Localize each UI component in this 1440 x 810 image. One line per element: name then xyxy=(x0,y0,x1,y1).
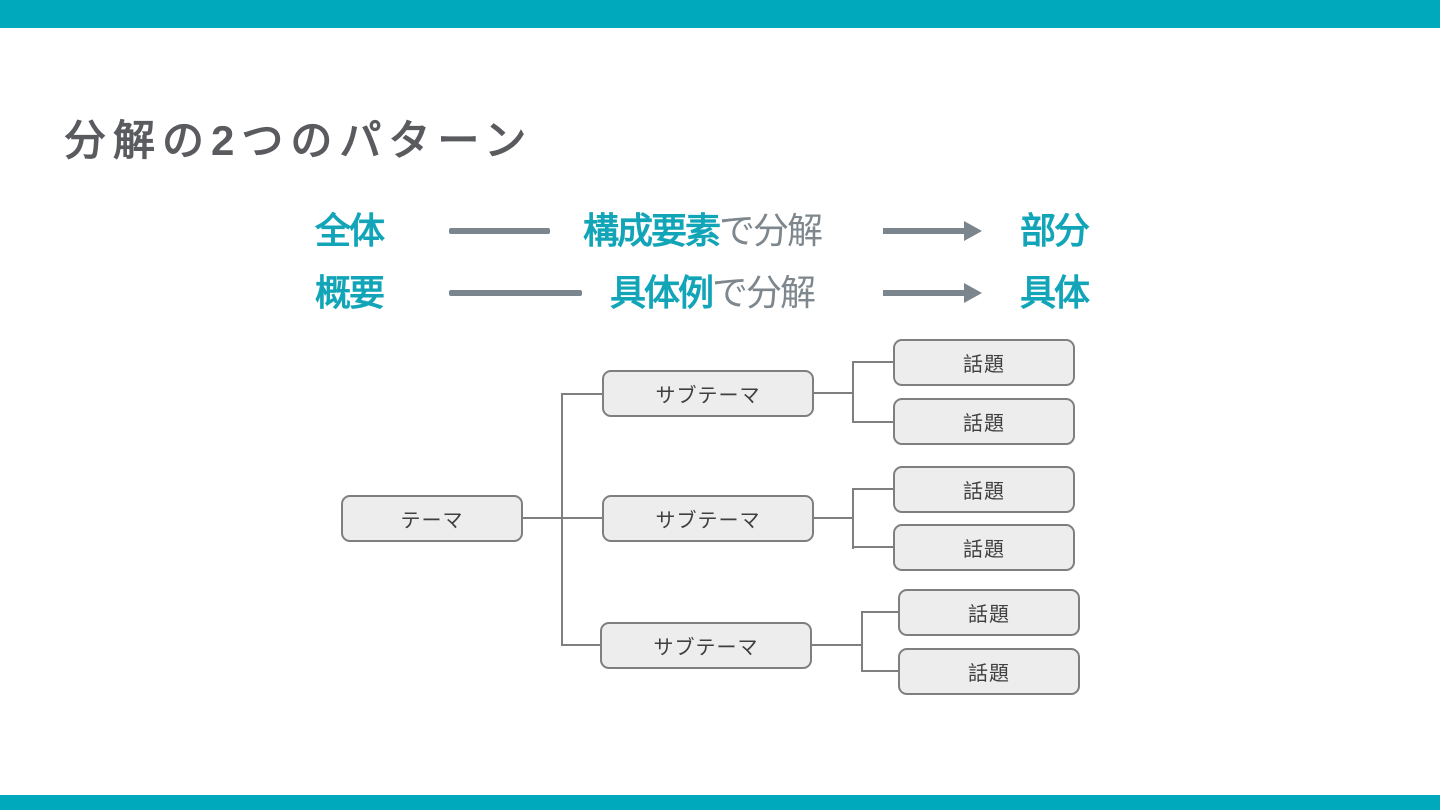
pattern2-connector-line xyxy=(449,290,582,296)
pattern2-source-label: 概要 xyxy=(315,272,385,313)
tree-connector-group2 xyxy=(814,517,853,519)
tree-connector-group2 xyxy=(852,488,854,549)
pattern1-method-highlight: 構成要素 xyxy=(583,210,721,251)
tree-connector-subtheme3 xyxy=(561,644,602,646)
arrow-head-icon xyxy=(964,221,982,241)
topic-node: 話題 xyxy=(893,398,1075,445)
topic-node: 話題 xyxy=(893,466,1075,513)
theme-node: テーマ xyxy=(341,495,523,542)
tree-connector-topic xyxy=(852,421,893,423)
pattern2-method-label: 具体例で分解 xyxy=(610,271,816,315)
pattern1-source-label: 全体 xyxy=(315,210,385,251)
topic-node: 話題 xyxy=(893,524,1075,571)
tree-connector-topic xyxy=(861,611,898,613)
tree-connector-topic xyxy=(852,488,893,490)
tree-connector-group1 xyxy=(814,392,853,394)
tree-connector-subtheme1 xyxy=(561,393,602,395)
pattern1-method-suffix: で分解 xyxy=(719,210,823,251)
arrow-shaft xyxy=(883,228,965,234)
tree-connector-group1 xyxy=(852,361,854,423)
pattern2-arrow xyxy=(883,283,982,303)
subtheme-node: サブテーマ xyxy=(602,370,814,417)
tree-connector-topic xyxy=(852,546,893,548)
topic-node: 話題 xyxy=(898,648,1080,695)
tree-connector-group3 xyxy=(861,611,863,672)
topic-node: 話題 xyxy=(898,589,1080,636)
tree-connector-topic xyxy=(852,361,893,363)
subtheme-node: サブテーマ xyxy=(602,495,814,542)
pattern2-method-suffix: で分解 xyxy=(712,272,816,313)
page-title: 分解の2つのパターン xyxy=(64,117,534,165)
topic-node: 話題 xyxy=(893,339,1075,386)
pattern1-connector-line xyxy=(449,228,550,234)
top-accent-bar xyxy=(0,0,1440,28)
arrow-shaft xyxy=(883,290,965,296)
pattern1-method-label: 構成要素で分解 xyxy=(583,209,823,253)
tree-connector-topic xyxy=(861,670,898,672)
bottom-accent-bar xyxy=(0,795,1440,810)
subtheme-node: サブテーマ xyxy=(600,622,812,669)
tree-connector-trunk xyxy=(561,393,563,646)
pattern1-result-label: 部分 xyxy=(1020,210,1090,251)
pattern2-result-label: 具体 xyxy=(1020,272,1090,313)
tree-connector-group3 xyxy=(812,644,862,646)
pattern1-arrow xyxy=(883,221,982,241)
arrow-head-icon xyxy=(964,283,982,303)
pattern2-method-highlight: 具体例 xyxy=(610,272,714,313)
